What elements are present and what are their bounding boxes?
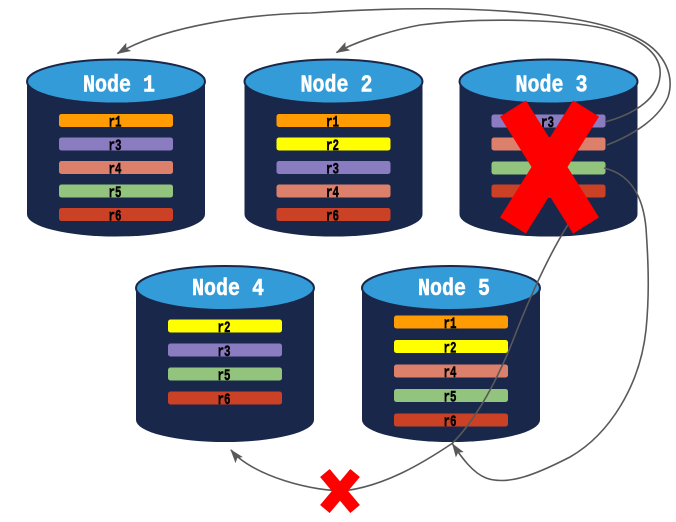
svg-text:r3: r3 — [326, 161, 339, 179]
svg-text:r1: r1 — [444, 315, 457, 333]
svg-text:r3: r3 — [218, 343, 231, 361]
svg-text:r2: r2 — [218, 319, 231, 337]
svg-text:r6: r6 — [444, 413, 457, 431]
svg-text:r1: r1 — [326, 114, 339, 132]
svg-text:r2: r2 — [444, 340, 457, 358]
svg-text:r3: r3 — [109, 137, 122, 155]
svg-text:Node 2: Node 2 — [301, 73, 373, 100]
svg-text:r5: r5 — [109, 184, 122, 202]
svg-text:r6: r6 — [218, 391, 231, 409]
svg-text:Node 3: Node 3 — [516, 73, 588, 100]
svg-text:Node 4: Node 4 — [192, 276, 264, 303]
svg-text:Node 5: Node 5 — [418, 276, 490, 303]
svg-text:r5: r5 — [218, 367, 231, 385]
svg-text:r3: r3 — [541, 114, 554, 132]
svg-text:r4: r4 — [109, 161, 122, 179]
svg-text:Node 1: Node 1 — [83, 73, 155, 100]
svg-text:r6: r6 — [326, 208, 339, 226]
svg-text:r1: r1 — [109, 114, 122, 132]
svg-text:r4: r4 — [444, 364, 457, 382]
svg-text:r5: r5 — [444, 389, 457, 407]
svg-text:r2: r2 — [326, 137, 339, 155]
svg-text:r6: r6 — [109, 208, 122, 226]
svg-text:r4: r4 — [326, 184, 339, 202]
